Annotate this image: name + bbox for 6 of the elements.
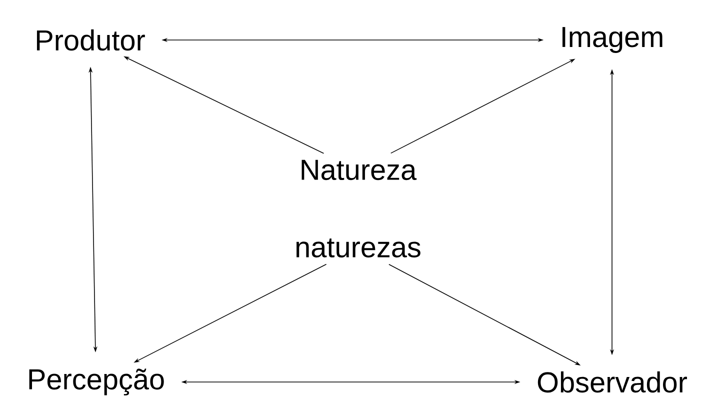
node-label: Natureza: [302, 160, 417, 180]
node-label: Produtor: [36, 29, 145, 51]
node-label: Observador: [538, 371, 687, 393]
node-label: naturezas: [296, 238, 420, 258]
node-label: Percepção: [29, 368, 164, 396]
node-label: Imagem: [562, 27, 662, 53]
